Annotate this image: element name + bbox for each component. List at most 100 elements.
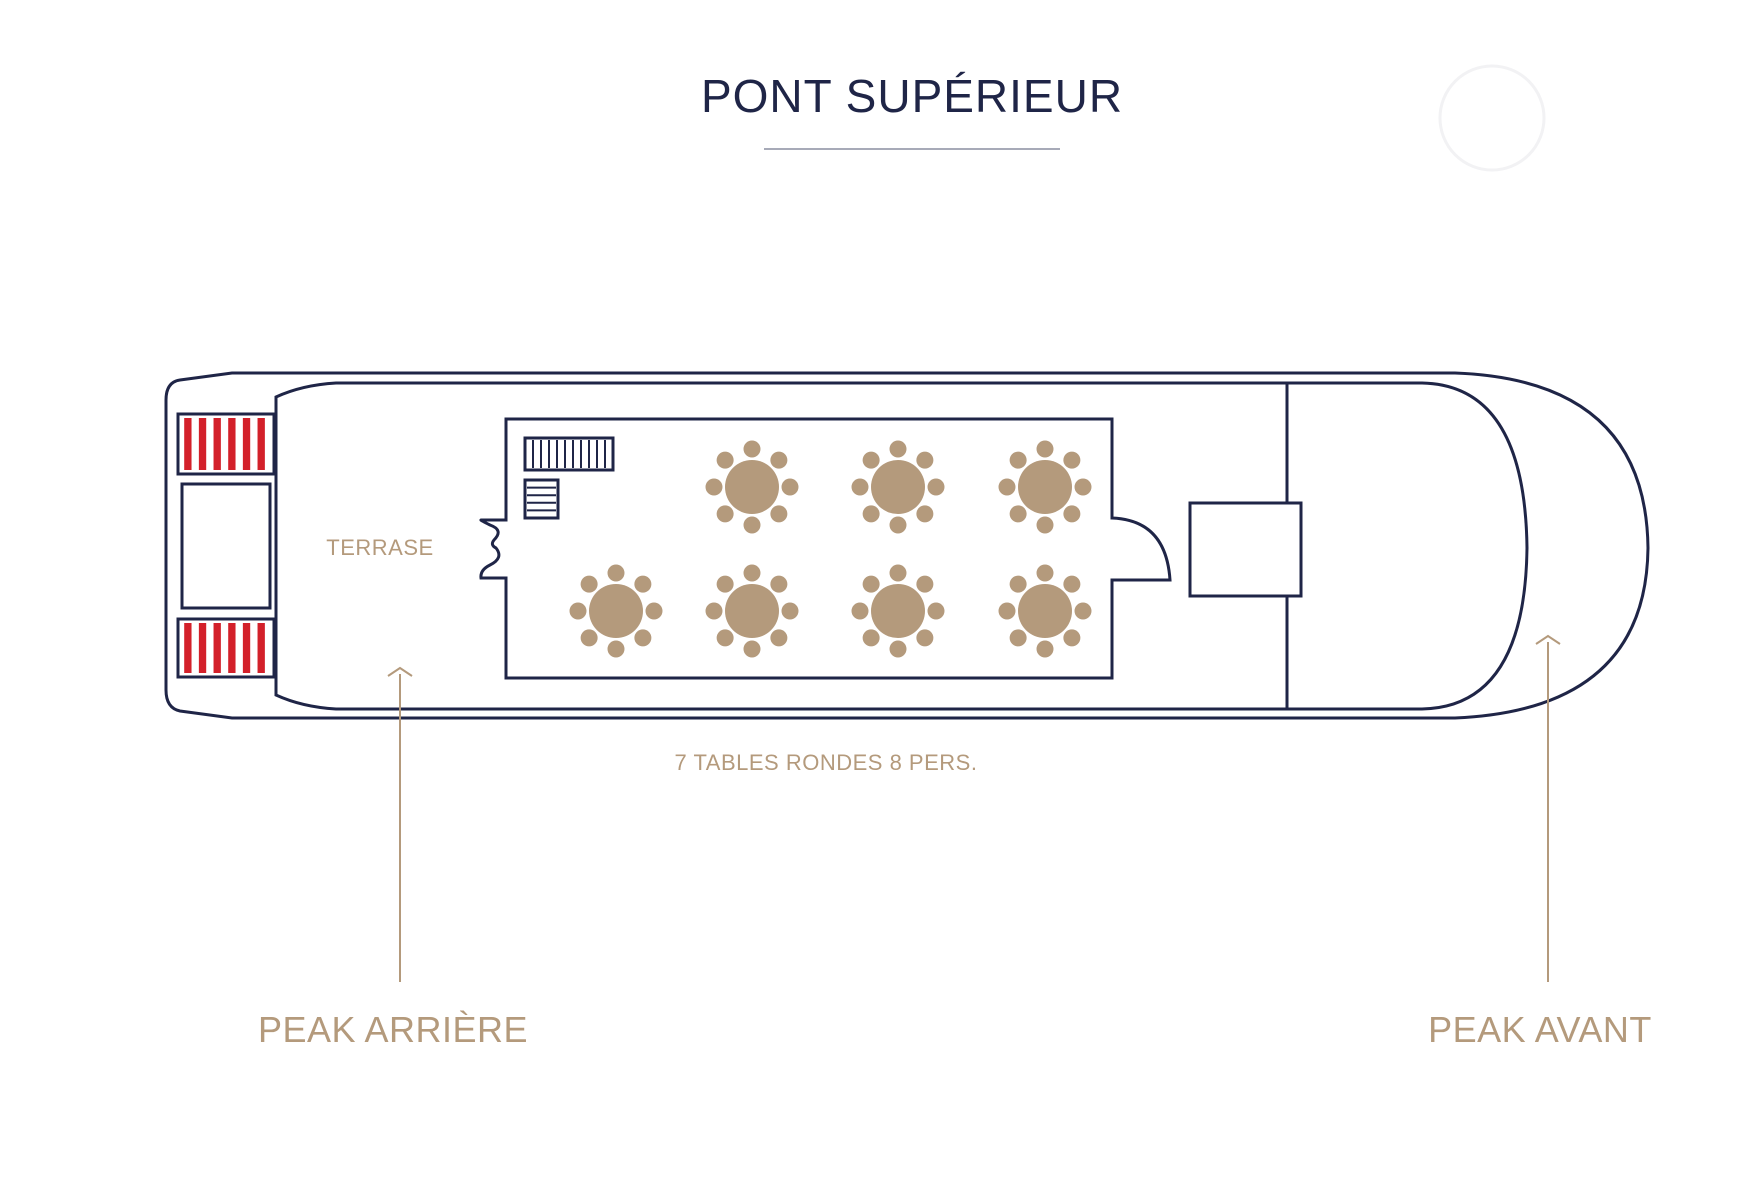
table-top [589, 584, 643, 638]
round-table-icon [705, 440, 799, 534]
chair-icon [916, 575, 934, 593]
chair-icon [634, 575, 652, 593]
chair-icon [781, 478, 799, 496]
hatch-stripe [213, 623, 221, 673]
chair-icon [705, 602, 723, 620]
hatch-stripe [228, 418, 236, 470]
chair-icon [889, 516, 907, 534]
chair-icon [716, 505, 734, 523]
chair-icon [916, 451, 934, 469]
chair-icon [1063, 451, 1081, 469]
chair-icon [927, 478, 945, 496]
decorative-circle-icon [1438, 64, 1546, 172]
chair-icon [862, 629, 880, 647]
chair-icon [770, 505, 788, 523]
chair-icon [851, 602, 869, 620]
chair-icon [716, 629, 734, 647]
chair-icon [1063, 629, 1081, 647]
round-table-icon [569, 564, 663, 658]
table-top [871, 460, 925, 514]
chair-icon [927, 602, 945, 620]
page-title: PONT SUPÉRIEUR [701, 70, 1123, 122]
chair-icon [743, 640, 761, 658]
hatch-stripe [257, 623, 265, 673]
chair-icon [862, 505, 880, 523]
rear-hatch-center [180, 482, 272, 610]
hatch-stripe [198, 418, 207, 470]
round-table-icon [998, 564, 1092, 658]
hatch-stripe [242, 623, 251, 673]
chair-icon [607, 640, 625, 658]
staircase-steps [532, 440, 606, 468]
hatch-stripe [242, 418, 251, 470]
chair-icon [998, 602, 1016, 620]
chair-icon [716, 575, 734, 593]
terrace-label: TERRASE [326, 535, 433, 560]
round-tables [569, 440, 1092, 658]
chair-icon [1063, 575, 1081, 593]
table-top [725, 460, 779, 514]
tables-caption: 7 TABLES RONDES 8 PERS. [675, 750, 978, 775]
chair-icon [770, 575, 788, 593]
chair-icon [1009, 575, 1027, 593]
service-hatch-steps [527, 486, 556, 512]
chair-icon [889, 640, 907, 658]
hatch-stripe [228, 623, 236, 673]
chair-icon [705, 478, 723, 496]
round-table-icon [851, 564, 945, 658]
chair-icon [1009, 451, 1027, 469]
chair-icon [862, 451, 880, 469]
staircase-icon [523, 436, 615, 472]
chair-icon [634, 629, 652, 647]
chair-icon [743, 564, 761, 582]
chair-icon [1074, 602, 1092, 620]
service-hatch-icon [523, 478, 560, 520]
chair-icon [770, 451, 788, 469]
table-top [1018, 584, 1072, 638]
chair-icon [1009, 505, 1027, 523]
chair-icon [1036, 640, 1054, 658]
chair-icon [998, 478, 1016, 496]
chair-icon [743, 516, 761, 534]
chair-icon [569, 602, 587, 620]
chair-icon [862, 575, 880, 593]
chair-icon [716, 451, 734, 469]
rear-hatch-bottom-stripes [184, 623, 265, 673]
chair-icon [645, 602, 663, 620]
chair-icon [743, 440, 761, 458]
table-top [1018, 460, 1072, 514]
chair-icon [916, 629, 934, 647]
chair-icon [1036, 440, 1054, 458]
chair-icon [1063, 505, 1081, 523]
chair-icon [1036, 564, 1054, 582]
round-table-icon [705, 564, 799, 658]
round-table-icon [851, 440, 945, 534]
peak-front-label: PEAK AVANT [1428, 1009, 1652, 1050]
chair-icon [1074, 478, 1092, 496]
peak-front-arrow-head-icon [1535, 634, 1561, 645]
peak-rear-arrow-head-icon [387, 666, 413, 677]
hatch-stripe [198, 623, 207, 673]
chair-icon [889, 440, 907, 458]
hatch-stripe [184, 418, 192, 470]
inner-deck-outline [274, 381, 1529, 711]
chair-icon [580, 629, 598, 647]
chair-icon [580, 575, 598, 593]
chair-icon [916, 505, 934, 523]
table-top [725, 584, 779, 638]
chair-icon [851, 478, 869, 496]
hatch-stripe [213, 418, 221, 470]
peak-rear-label: PEAK ARRIÈRE [258, 1009, 528, 1050]
chair-icon [770, 629, 788, 647]
hatch-stripe [184, 623, 192, 673]
rear-hatch-top-stripes [184, 418, 265, 470]
chair-icon [889, 564, 907, 582]
technical-box [1188, 501, 1303, 598]
dining-room-outline [479, 417, 1172, 680]
chair-icon [1009, 629, 1027, 647]
chair-icon [781, 602, 799, 620]
hull-outline [164, 371, 1650, 720]
hatch-stripe [257, 418, 265, 470]
